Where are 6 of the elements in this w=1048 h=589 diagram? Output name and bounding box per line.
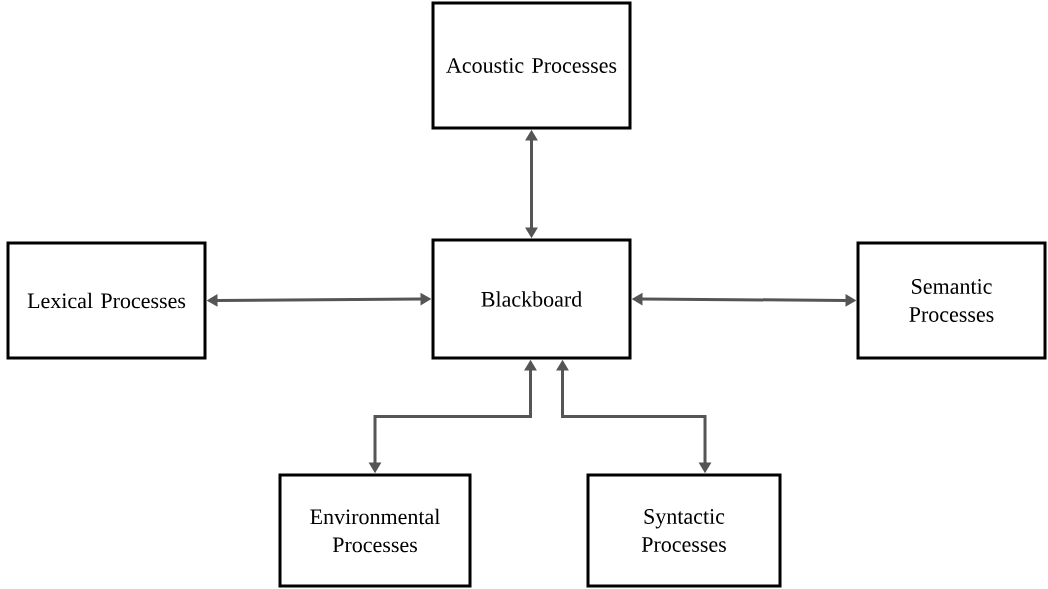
process-box: Semantic Processes (856, 241, 1047, 360)
process-box: Lexical Processes (6, 241, 207, 360)
process-box: Acoustic Processes (431, 1, 632, 130)
process-box: Syntactic Processes (586, 473, 782, 588)
process-box: Environmental Processes (278, 473, 472, 588)
process-box: Blackboard (431, 238, 632, 360)
